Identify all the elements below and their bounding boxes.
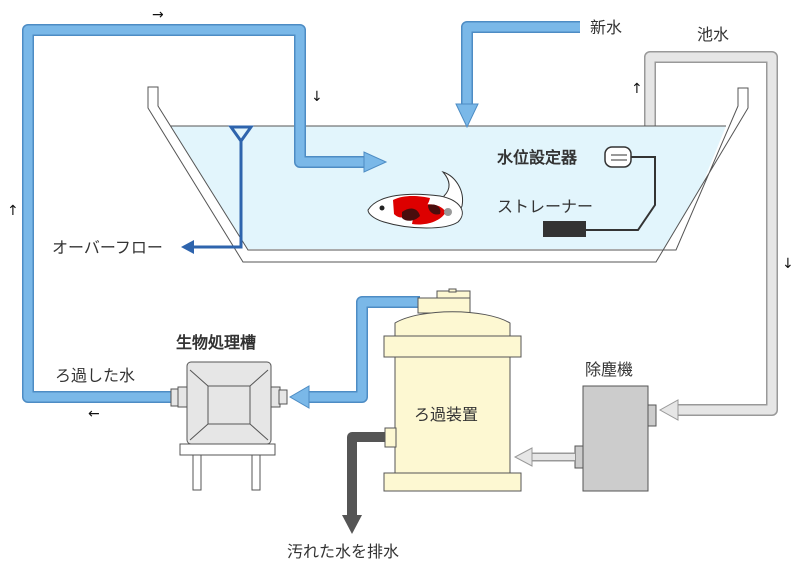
label-strainer: ストレーナー xyxy=(497,197,593,216)
pond-water xyxy=(170,126,726,249)
overflow-arrowhead xyxy=(181,240,194,254)
label-filtered-water: ろ過した水 xyxy=(55,366,135,385)
filtered-pipe-arrowhead xyxy=(363,151,388,173)
flow-arrow-up-icon: ↑ xyxy=(631,81,643,97)
pond-water-pipe xyxy=(644,51,778,421)
flow-arrow-down-icon: ↓ xyxy=(311,89,323,105)
label-bio-tank: 生物処理槽 xyxy=(176,333,256,352)
drain-pipe xyxy=(342,432,385,534)
dust-remover xyxy=(513,385,657,492)
koi-fish-icon xyxy=(367,170,464,229)
strainer xyxy=(543,221,586,237)
flow-arrow-left-icon: ← xyxy=(88,406,100,422)
flow-arrow-down-icon: ↓ xyxy=(782,256,794,272)
label-new-water: 新水 xyxy=(590,18,622,37)
flow-arrow-up-icon: ↑ xyxy=(7,203,19,219)
drain-arrowhead xyxy=(342,515,362,534)
new-water-arrowhead xyxy=(455,103,479,129)
water-level-triangle-icon xyxy=(228,125,254,144)
filter-device xyxy=(383,288,522,492)
to-filter-arrowhead xyxy=(513,447,533,467)
overflow-pipe xyxy=(181,125,254,254)
water-level-setter xyxy=(585,146,656,231)
label-pond-water: 池水 xyxy=(697,25,729,44)
bio-tank xyxy=(170,361,288,491)
label-water-level-setter: 水位設定器 xyxy=(497,148,578,167)
new-water-pipe xyxy=(455,21,580,129)
pond-pipe-arrowhead xyxy=(658,399,679,421)
to-bio-tank-arrowhead xyxy=(289,385,310,409)
flow-arrow-right-icon: → xyxy=(152,7,164,23)
label-overflow: オーバーフロー xyxy=(52,238,163,257)
label-filter-device: ろ過装置 xyxy=(414,405,478,424)
filtered-water-pipe xyxy=(22,24,420,409)
label-drain: 汚れた水を排水 xyxy=(287,542,399,561)
label-dust-remover: 除塵機 xyxy=(585,360,633,379)
